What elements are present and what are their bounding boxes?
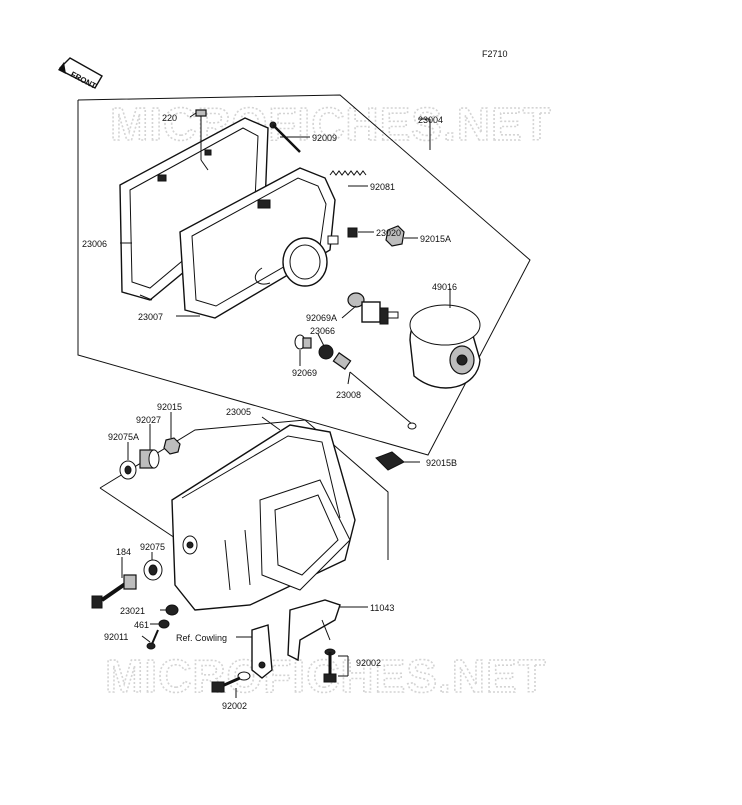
label-92015B: 92015B <box>426 458 457 468</box>
washer-92075 <box>143 559 163 581</box>
cowling-stay <box>251 624 273 679</box>
label-11043: 11043 <box>370 603 394 613</box>
bolt-184 <box>91 580 130 609</box>
collar-184 <box>123 574 137 590</box>
bracket-11043 <box>287 599 341 662</box>
label-92015: 92015 <box>157 402 182 412</box>
bolt-92002-right <box>323 648 337 683</box>
label-23004: 23004 <box>418 115 443 125</box>
leader-lines <box>120 112 451 698</box>
nut-plate-92015B <box>375 451 405 471</box>
label-23008: 23008 <box>336 390 361 400</box>
headlight-housing-23005 <box>171 424 356 611</box>
label-92081: 92081 <box>370 182 395 192</box>
headlight-reflector-23007 <box>179 167 339 319</box>
label-92009: 92009 <box>312 133 337 143</box>
washer-92075A <box>119 460 137 480</box>
label-92015A: 92015A <box>420 234 451 244</box>
bulb-92069 <box>294 334 312 350</box>
label-184: 184 <box>116 547 131 557</box>
label-92011: 92011 <box>104 632 128 642</box>
bulb-92069A <box>347 292 399 325</box>
label-92075: 92075 <box>140 542 165 552</box>
nut-23020 <box>347 227 358 238</box>
figure-code: F2710 <box>482 49 508 59</box>
front-arrow-icon: FRONT <box>58 57 103 91</box>
label-23007: 23007 <box>138 312 163 322</box>
label-23006: 23006 <box>82 239 107 249</box>
screw-92009 <box>269 121 301 153</box>
label-92002-right: 92002 <box>356 658 381 668</box>
label-92069: 92069 <box>292 368 317 378</box>
spring-92081 <box>329 170 367 176</box>
assembly-frame-23005 <box>99 419 389 560</box>
socket-lead-23008 <box>332 352 417 430</box>
label-461: 461 <box>134 620 149 630</box>
nut-92015 <box>163 437 181 455</box>
label-49016: 49016 <box>432 282 457 292</box>
label-92075A: 92075A <box>108 432 139 442</box>
label-23020: 23020 <box>376 228 401 238</box>
label-92069A: 92069A <box>306 313 337 323</box>
damper-23021 <box>165 604 179 616</box>
collar-92027 <box>139 449 160 469</box>
label-23021: 23021 <box>120 606 145 616</box>
label-92027: 92027 <box>136 415 161 425</box>
label-23005: 23005 <box>226 407 251 417</box>
nut-92015A <box>385 225 405 247</box>
screw-220 <box>195 109 209 171</box>
label-ref-cowling: Ref. Cowling <box>176 633 227 643</box>
watermark-top: MICROFICHES.NET <box>110 98 552 150</box>
label-220: 220 <box>162 113 177 123</box>
washer-461 <box>158 619 170 629</box>
grommet-23066 <box>318 344 334 360</box>
screw-92011 <box>146 629 159 650</box>
label-92002-left: 92002 <box>222 701 247 711</box>
bolt-92002-left <box>211 671 251 693</box>
label-23066: 23066 <box>310 326 335 336</box>
socket-cover-49016 <box>409 304 481 389</box>
